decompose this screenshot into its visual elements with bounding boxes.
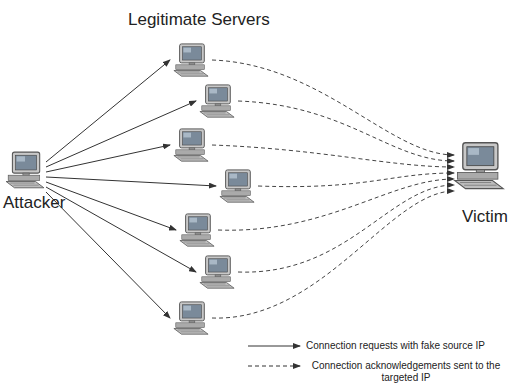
acknowledgement-arrow — [212, 60, 454, 155]
acknowledgement-arrow — [238, 101, 454, 161]
acknowledgement-arrow — [212, 145, 454, 167]
request-arrow — [46, 60, 170, 162]
server-icon — [200, 85, 234, 117]
request-arrow — [46, 187, 196, 272]
computer-node: Victim — [462, 207, 508, 227]
legend-text: Connection acknowledgements sent to the … — [306, 360, 506, 383]
legend-text: Connection requests with fake source IP — [306, 340, 524, 352]
computer-node: Attacker — [3, 193, 65, 213]
server-icon — [174, 129, 208, 161]
group-heading: Legitimate Servers — [128, 10, 270, 30]
node-label: Attacker — [3, 193, 65, 213]
server-icon — [174, 44, 208, 76]
acknowledgement-arrow — [212, 191, 454, 318]
acknowledgement-arrow — [258, 173, 454, 187]
request-arrow — [46, 177, 216, 186]
request-arrow — [46, 182, 176, 230]
request-arrow — [46, 101, 196, 167]
request-arrow — [46, 145, 170, 172]
acknowledgement-arrow — [218, 179, 454, 230]
server-icon — [174, 302, 208, 334]
node-label: Victim — [462, 207, 508, 227]
server-icon — [180, 214, 214, 246]
server-icon — [200, 256, 234, 288]
server-icon — [220, 170, 254, 202]
